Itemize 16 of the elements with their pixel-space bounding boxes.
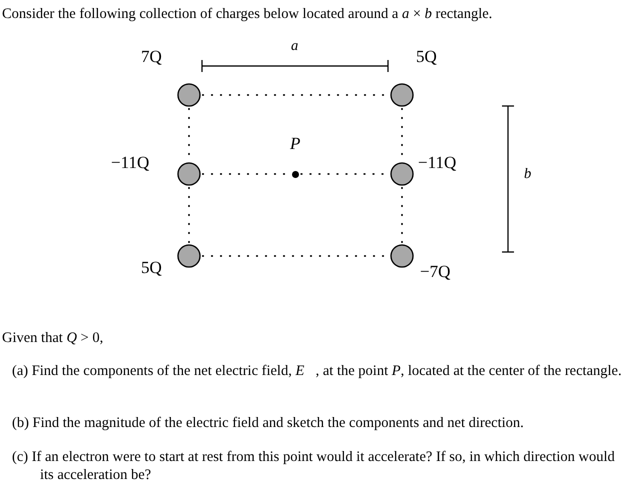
question-item: (b) Find the magnitude of the electric field and sketch the components and net direction. <box>12 414 525 432</box>
dotted-line <box>401 187 403 243</box>
dotted-line <box>188 187 190 243</box>
question-text: Consider the following collection of charges below located around a a × b rectangle. <box>2 6 492 23</box>
dimension-label: b <box>524 166 532 183</box>
question-item: (c) If an electron were to start at rest from this point would it accelerate? If so, in which direction would its acceleration be? <box>12 448 616 484</box>
given-text: Given that Q > 0, <box>2 330 104 347</box>
point-label: P <box>290 134 300 154</box>
charge-label: 5Q <box>416 47 437 67</box>
charge-label: 7Q <box>141 47 162 67</box>
charge-label: −7Q <box>420 262 450 282</box>
question-item: (a) Find the components of the net electric field, E⃗, at the point P, located at the center of the rectangle. <box>12 362 623 380</box>
dimension-label: a <box>291 38 298 55</box>
charge-label: −11Q <box>111 153 150 173</box>
charge-label: 5Q <box>141 258 162 278</box>
charge-label: −11Q <box>418 153 456 173</box>
